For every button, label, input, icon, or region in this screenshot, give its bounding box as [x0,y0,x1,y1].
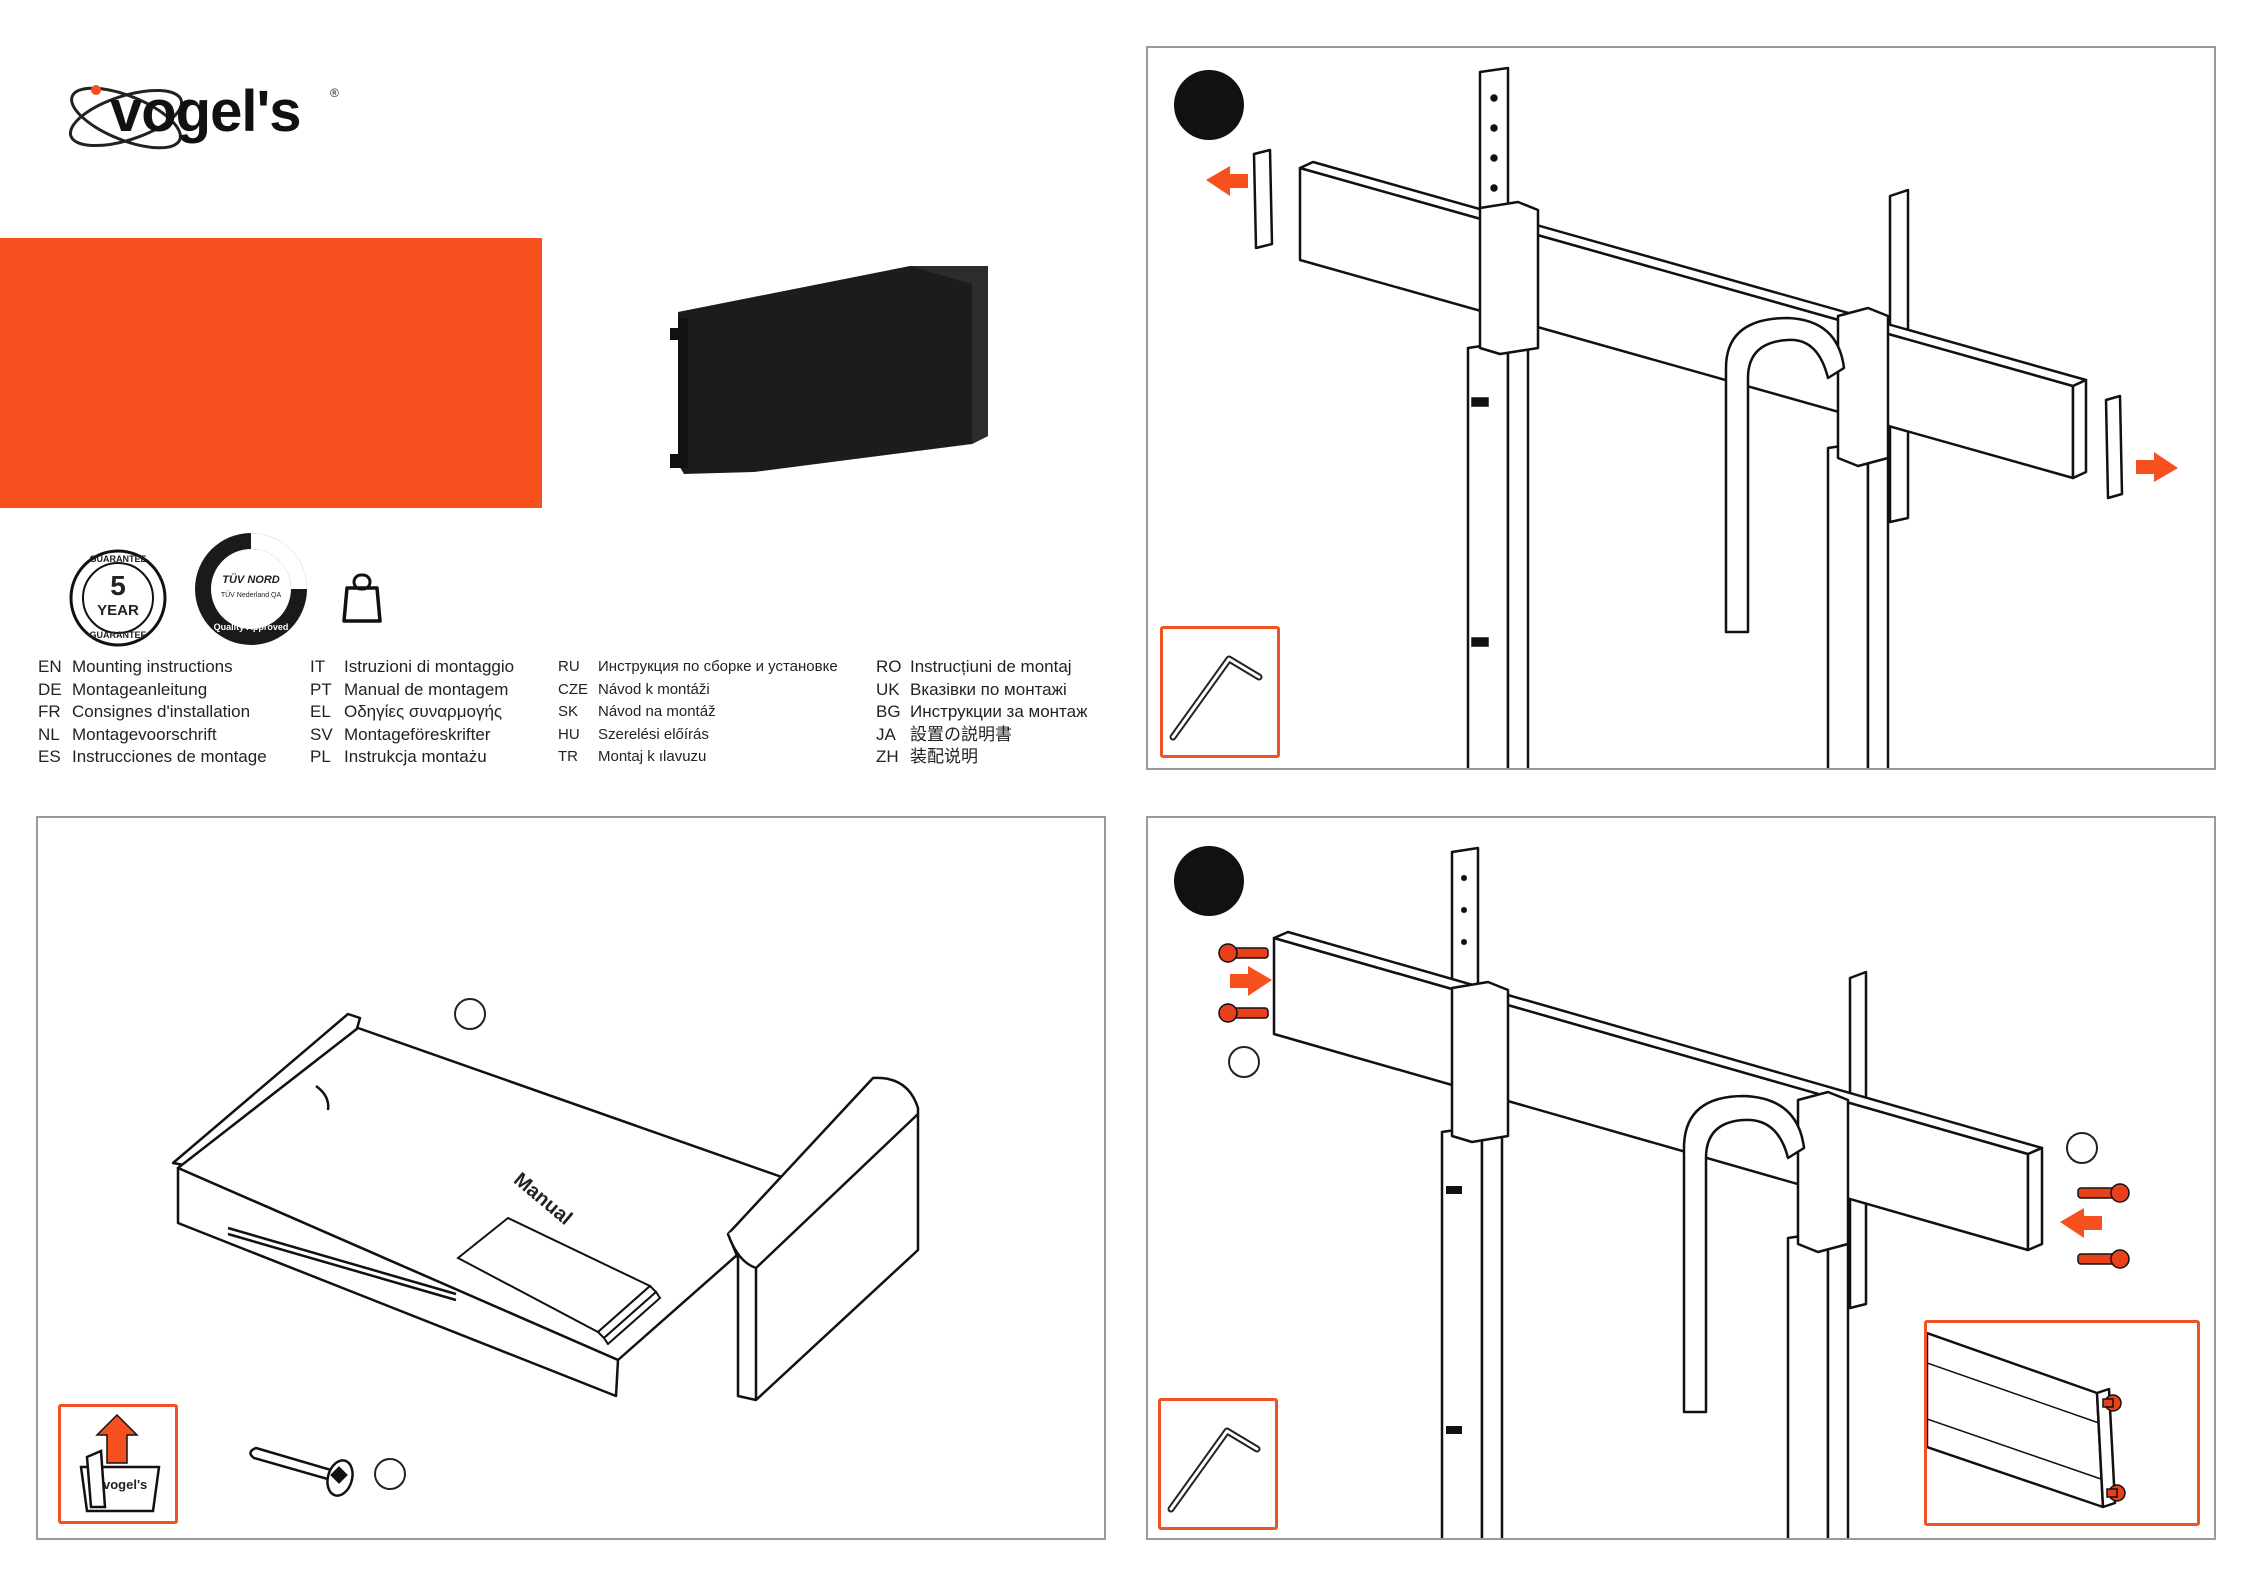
tuv-ring-text: Quality Approved [213,622,289,632]
allen-key-tool-box [1158,1398,1278,1530]
guarantee-bottom-text: GUARANTEE [89,630,147,640]
unpacking-icon-box: vogel's [58,1404,178,1524]
tuv-badge: TÜV NORD TÜV Nederland QA Quality Approv… [192,530,310,648]
detail-inset-box [1924,1320,2200,1526]
vogels-logo: vogel's ® [60,60,350,170]
allen-key-tool-box [1160,626,1280,758]
brand-color-band [0,238,542,508]
logo-text: vogel's [110,79,302,144]
step-number-dot [1174,846,1244,916]
box-logo-text: vogel's [103,1477,148,1492]
packaging-tray-illustration [171,1012,920,1497]
product-image [670,258,1000,480]
item-marker-right-screws [2066,1132,2098,1164]
guarantee-top-text: GUARANTEE [89,554,147,564]
item-marker-left-screws [1228,1046,1260,1078]
step-1-illustration [1206,66,2178,768]
item-marker-tray [454,998,486,1030]
guarantee-badge: GUARANTEE 5 YEAR GUARANTEE [68,548,168,648]
weight-icon [342,572,382,624]
item-marker-screw [374,1458,406,1490]
beam-detail-illustration [1925,1331,2126,1509]
allen-key-icon [1169,655,1263,741]
registered-mark: ® [330,86,339,100]
step-2-illustration [1218,846,2130,1538]
allen-key-icon [1167,1427,1261,1513]
step-1-panel [1146,46,2216,770]
tuv-brand-text: TÜV NORD [222,574,280,586]
contents-panel: Manual vogel's [36,816,1106,1540]
tuv-sub-text: TÜV Nederland QA [220,592,282,599]
step-number-dot [1174,70,1244,140]
step-2-panel [1146,816,2216,1540]
guarantee-unit: YEAR [97,602,139,619]
guarantee-number: 5 [110,570,126,601]
